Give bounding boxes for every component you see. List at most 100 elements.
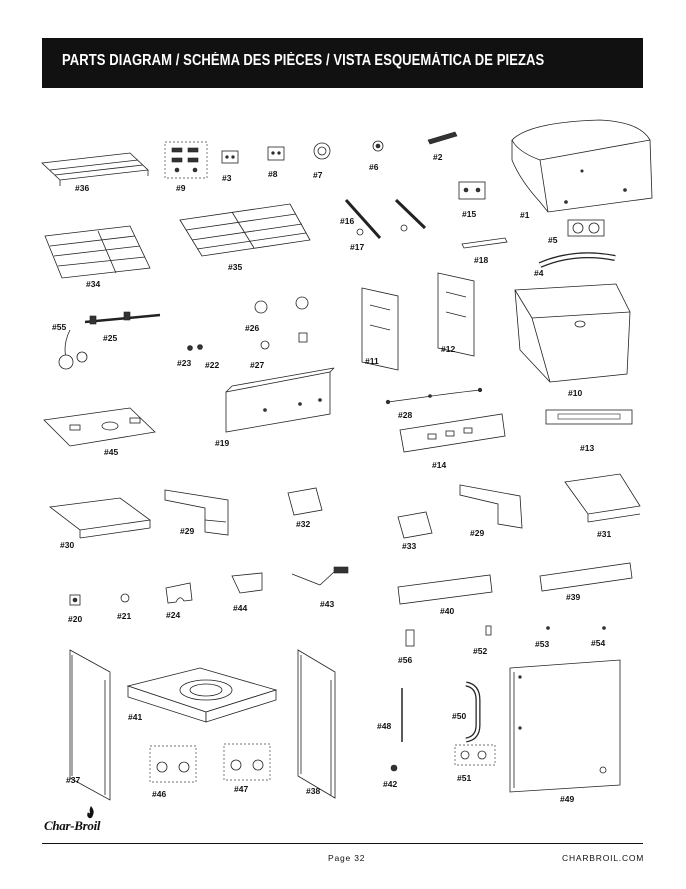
label-36: #36 xyxy=(75,183,89,193)
part-16-17-valves: #16 #17 xyxy=(340,198,427,252)
part-26-27-22-23: #26 #27 #23 #22 xyxy=(177,296,309,370)
label-49: #49 xyxy=(560,794,574,804)
brand-logo: Char-Broil xyxy=(44,818,101,833)
part-34-cooking-grate: #34 xyxy=(44,225,151,289)
part-51: #51 xyxy=(454,744,496,783)
part-45-shelf-plate: #45 xyxy=(43,407,156,457)
part-38-side-panel: #38 xyxy=(297,649,336,799)
label-16: #16 xyxy=(340,216,354,226)
label-4: #4 xyxy=(534,268,544,278)
part-35-cooking-grate: #35 xyxy=(179,203,311,272)
part-20-bracket: #29 xyxy=(164,489,229,536)
part-46-47-casters: #46 #47 xyxy=(149,743,271,799)
footer-divider xyxy=(42,843,643,844)
part-33-cover: #33 xyxy=(397,511,433,551)
website-url: CHARBROIL.COM xyxy=(562,853,645,863)
part-13-rail: #13 xyxy=(545,409,633,453)
part-44-grease-cup: #44 xyxy=(231,572,263,613)
part-20-21-knobs: #20 #21 xyxy=(68,593,131,624)
part-28-wire: #28 xyxy=(385,387,483,420)
label-27: #27 xyxy=(250,360,264,370)
label-47: #47 xyxy=(234,784,248,794)
label-29: #29 xyxy=(470,528,484,538)
part-43-igniter: #43 xyxy=(291,566,349,609)
label-28: #28 xyxy=(398,410,412,420)
label-5: #5 xyxy=(548,235,558,245)
page-title-banner: PARTS DIAGRAM / SCHÉMA DES PIÈCES / VIST… xyxy=(42,38,643,88)
label-8: #8 xyxy=(268,169,278,179)
label-48: #48 xyxy=(377,721,391,731)
label-32: #32 xyxy=(296,519,310,529)
label-41: #41 xyxy=(128,712,142,722)
label-54: #54 xyxy=(591,638,605,648)
label-44: #44 xyxy=(233,603,247,613)
part-15: #15 xyxy=(458,181,486,219)
label-2: #2 xyxy=(433,152,443,162)
brand-flame-icon xyxy=(87,806,94,819)
part-10-firebox: #10 xyxy=(514,283,631,398)
part-40-panel: #40 xyxy=(397,574,493,616)
part-55-25-manifold: #55 #25 xyxy=(52,311,161,370)
label-45: #45 xyxy=(104,447,118,457)
label-10: #10 xyxy=(568,388,582,398)
part-37-side-panel: #37 xyxy=(66,649,111,801)
part-4-handle: #4 xyxy=(534,252,616,278)
part-2: #2 xyxy=(427,131,458,162)
label-24: #24 xyxy=(166,610,180,620)
part-19-control-panel: #19 xyxy=(215,367,335,448)
part-29-bracket: #29 xyxy=(459,484,523,538)
label-43: #43 xyxy=(320,599,334,609)
part-11-12-heat-shields: #11 #12 xyxy=(361,272,475,371)
label-15: #15 xyxy=(462,209,476,219)
label-33: #33 xyxy=(402,541,416,551)
part-14-panel: #14 xyxy=(399,413,506,470)
part-50-door-handle: #50 xyxy=(452,681,481,743)
label-42: #42 xyxy=(383,779,397,789)
part-32-cover: #32 xyxy=(287,487,323,529)
label-20: #20 xyxy=(68,614,82,624)
part-9-hardware-set: #9 xyxy=(164,141,208,193)
part-24: #24 xyxy=(165,582,193,620)
label-56: #56 xyxy=(398,655,412,665)
part-8: #8 xyxy=(267,146,285,179)
label-50: #50 xyxy=(452,711,466,721)
label-18: #18 xyxy=(474,255,488,265)
page-title: PARTS DIAGRAM / SCHÉMA DES PIÈCES / VIST… xyxy=(62,52,545,69)
label-14: #14 xyxy=(432,460,446,470)
label-31: #31 xyxy=(597,529,611,539)
label-34: #34 xyxy=(86,279,100,289)
label-55: #55 xyxy=(52,322,66,332)
part-3: #3 xyxy=(221,150,239,183)
part-48-42: #48 #42 xyxy=(377,688,403,789)
part-5: #5 xyxy=(548,219,605,245)
label-37: #37 xyxy=(66,775,80,785)
part-56-52-53-54: #56 #52 #53 #54 xyxy=(398,625,606,665)
part-41-bottom-shelf: #41 xyxy=(126,667,278,723)
label-22: #22 xyxy=(205,360,219,370)
part-7-knob: #7 xyxy=(313,142,331,180)
label-19: #19 xyxy=(215,438,229,448)
page-number: Page 32 xyxy=(328,853,366,863)
part-1-lid: #1 xyxy=(511,119,653,220)
part-31-side-shelf: #31 xyxy=(564,473,641,539)
label-7: #7 xyxy=(313,170,323,180)
part-18: #18 xyxy=(461,237,508,265)
part-36-warming-rack: #36 xyxy=(41,152,149,193)
part-30-side-shelf: #30 xyxy=(48,497,152,550)
label-53: #53 xyxy=(535,639,549,649)
label-46: #46 xyxy=(152,789,166,799)
label-52: #52 xyxy=(473,646,487,656)
label-11: #11 xyxy=(365,356,379,366)
label-20-bracket: #29 xyxy=(180,526,194,536)
label-17: #17 xyxy=(350,242,364,252)
part-6: #6 xyxy=(369,140,384,172)
label-35: #35 xyxy=(228,262,242,272)
label-30: #30 xyxy=(60,540,74,550)
label-1: #1 xyxy=(520,210,530,220)
label-26: #26 xyxy=(245,323,259,333)
label-6: #6 xyxy=(369,162,379,172)
label-23: #23 xyxy=(177,358,191,368)
part-39-panel: #39 xyxy=(539,562,633,602)
label-3: #3 xyxy=(222,173,232,183)
